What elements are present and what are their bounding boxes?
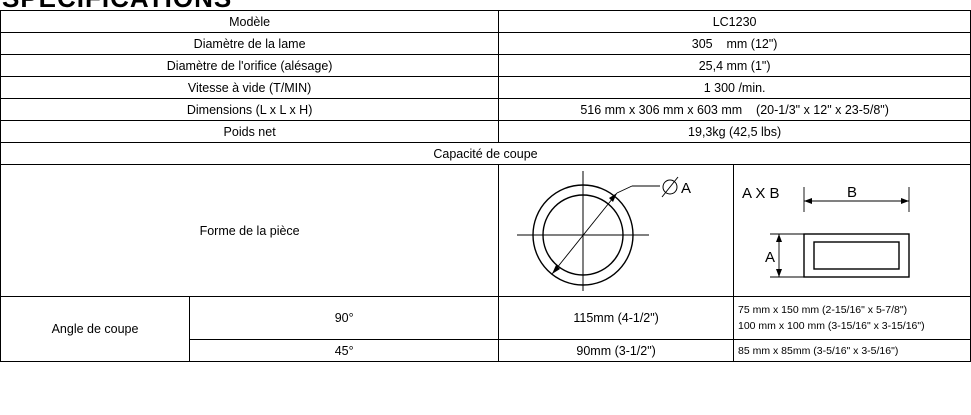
spec-label: Diamètre de l'orifice (alésage) <box>0 54 500 77</box>
rect-workpiece-diagram: A X B B A <box>742 184 910 278</box>
spec-row-blade-diameter: Diamètre de la lame 305 mm (12") <box>0 32 971 55</box>
round-workpiece-diagram: A <box>517 171 691 291</box>
spec-row-dimensions: Dimensions (L x L x H) 516 mm x 306 mm x… <box>0 98 971 121</box>
spec-value: LC1230 <box>498 10 971 33</box>
page-heading: SPÉCIFICATIONS <box>2 0 232 11</box>
spec-value: 1 300 /min. <box>498 76 971 99</box>
spec-label: Dimensions (L x L x H) <box>0 98 500 121</box>
round-capacity: 115mm (4-1/2") <box>498 296 734 340</box>
spec-value: 19,3kg (42,5 lbs) <box>498 120 971 143</box>
rect-capacity-line: 75 mm x 150 mm (2-15/16" x 5-7/8") <box>738 304 908 316</box>
angle-value: 45° <box>189 339 500 362</box>
cut-angle-label: Angle de coupe <box>0 296 191 362</box>
spec-value: 25,4 mm (1") <box>498 54 971 77</box>
spec-value: 305 mm (12") <box>498 32 971 55</box>
rect-capacity-line: 85 mm x 85mm (3-5/16" x 3-5/16") <box>738 344 899 357</box>
spec-label: Vitesse à vide (T/MIN) <box>0 76 500 99</box>
spec-row-no-load-speed: Vitesse à vide (T/MIN) 1 300 /min. <box>0 76 971 99</box>
round-diagram-label: A <box>681 180 691 197</box>
spec-label: Modèle <box>0 10 500 33</box>
spec-value: 516 mm x 306 mm x 603 mm (20-1/3" x 12" … <box>498 98 971 121</box>
spec-row-model: Modèle LC1230 <box>0 10 971 33</box>
capacity-title: Capacité de coupe <box>0 142 971 165</box>
spec-label: Diamètre de la lame <box>0 32 500 55</box>
round-workpiece-cell: A <box>498 164 734 297</box>
spec-row-arbor-hole: Diamètre de l'orifice (alésage) 25,4 mm … <box>0 54 971 77</box>
cut-angle-row-45: 45° 90mm (3-1/2") 85 mm x 85mm (3-5/16" … <box>1 339 971 362</box>
cut-angle-row-90: Angle de coupe 90° 115mm (4-1/2") 75 mm … <box>0 296 971 362</box>
angle-value: 90° <box>189 296 500 340</box>
rect-label-a: A <box>765 249 775 266</box>
shape-label: Forme de la pièce <box>0 164 500 297</box>
capacity-header-row: Capacité de coupe <box>0 142 971 165</box>
rect-capacity: 75 mm x 150 mm (2-15/16" x 5-7/8") 100 m… <box>733 296 971 340</box>
spec-row-net-weight: Poids net 19,3kg (42,5 lbs) <box>0 120 971 143</box>
specifications-table: Modèle LC1230 Diamètre de la lame 305 mm… <box>0 10 971 362</box>
rect-label-b: B <box>847 184 857 201</box>
rect-workpiece-cell: A X B B A <box>733 164 971 297</box>
rect-diagram-title: A X B <box>742 185 780 202</box>
rect-capacity-line: 100 mm x 100 mm (3-15/16" x 3-15/16") <box>738 320 925 332</box>
workpiece-shape-row: Forme de la pièce A A X B <box>0 164 971 297</box>
round-capacity: 90mm (3-1/2") <box>498 339 734 362</box>
spec-label: Poids net <box>0 120 500 143</box>
rect-capacity: 85 mm x 85mm (3-5/16" x 3-5/16") <box>733 339 971 362</box>
